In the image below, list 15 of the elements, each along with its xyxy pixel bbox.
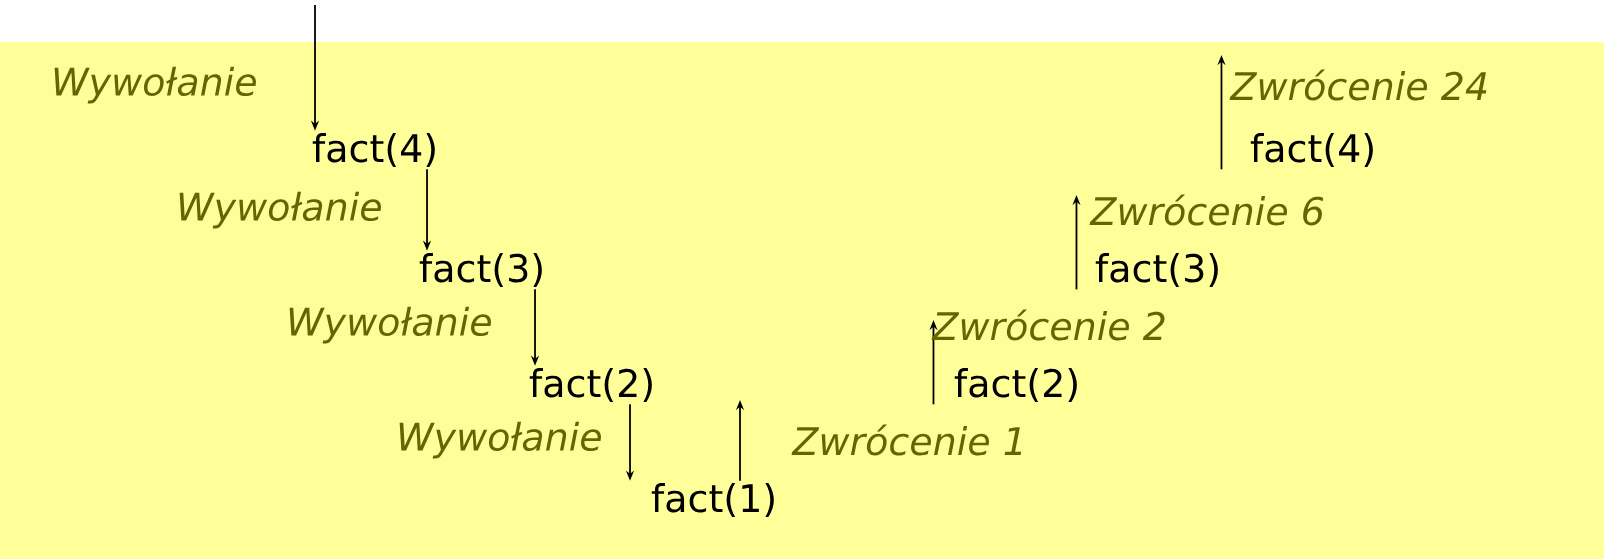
- function-call: fact(4): [1250, 133, 1373, 167]
- function-call: fact(3): [1095, 253, 1218, 287]
- function-call: fact(1): [651, 483, 774, 517]
- edge-label: Zwrócenie 6: [1089, 194, 1324, 226]
- function-call: fact(4): [312, 133, 435, 167]
- edge-label: Zwrócenie 1: [791, 424, 1022, 456]
- function-call: fact(2): [954, 368, 1077, 402]
- function-call: fact(2): [529, 368, 652, 402]
- edge-label: Zwrócenie 24: [1229, 69, 1487, 101]
- edge-label: Wywołanie: [54, 66, 256, 104]
- edge-label: Wywołanie: [399, 421, 601, 459]
- edge-label: Wywołanie: [289, 306, 491, 344]
- edge-label: Wywołanie: [179, 191, 381, 229]
- edge-label: Zwrócenie 2: [931, 309, 1165, 341]
- function-call: fact(3): [419, 253, 542, 287]
